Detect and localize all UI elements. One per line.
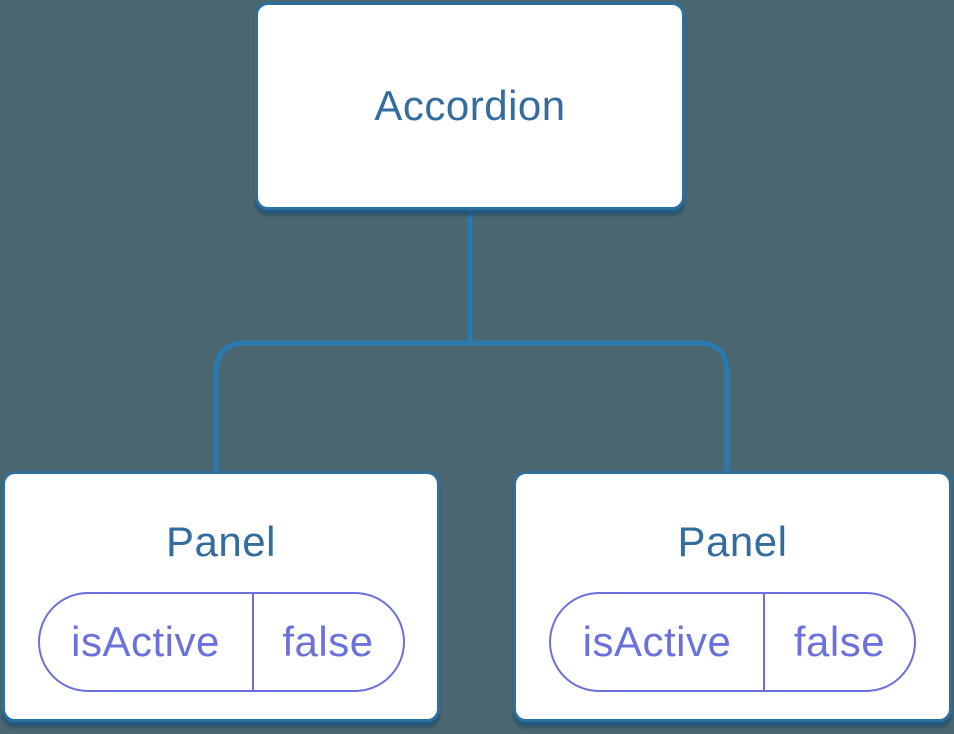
- connector-branch: [213, 340, 730, 476]
- node-label: Panel: [677, 518, 788, 565]
- node-panel-right: Panel isActive false: [513, 471, 952, 722]
- node-label: Accordion: [374, 82, 566, 129]
- state-value: false: [763, 594, 914, 690]
- node-panel-left: Panel isActive false: [2, 471, 440, 722]
- state-pill: isActive false: [549, 592, 916, 692]
- node-label: Panel: [166, 518, 276, 565]
- state-key: isActive: [582, 618, 732, 665]
- state-pill: isActive false: [37, 592, 405, 692]
- node-accordion: Accordion: [255, 2, 685, 210]
- state-value: false: [251, 594, 403, 690]
- state-key: isActive: [71, 618, 220, 665]
